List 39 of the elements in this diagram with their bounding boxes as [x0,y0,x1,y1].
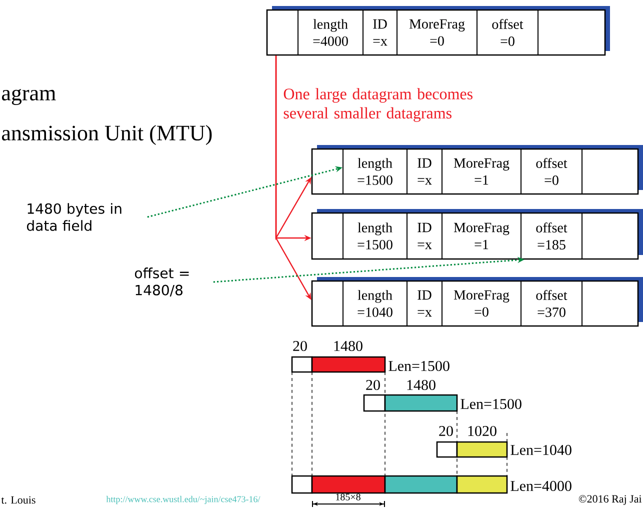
field-cell: MoreFrag =1 [442,212,522,260]
length-label: Len=1500 [388,360,450,372]
field-cell: offset =370 [520,280,582,326]
field-cell: ID =x [406,148,442,194]
heading-text: ansmission Unit (MTU) [2,125,212,145]
datagram-row [311,145,643,195]
field-cell: length =1500 [342,212,408,260]
field-cell: MoreFrag =0 [396,10,478,56]
datagram-row [311,209,643,260]
size-label: 1480 [334,340,362,352]
datagram-row [266,6,610,56]
field-cell: offset =0 [520,148,582,194]
field-cell: ID =x [406,280,442,326]
heading-text: agram [2,88,56,106]
field-cell: length =1040 [342,280,408,326]
field-cell: length =4000 [298,10,364,56]
field-cell: offset =185 [520,212,582,260]
size-label: 1480 [407,380,436,390]
size-label: 20 [293,340,307,352]
field-cell: MoreFrag =0 [442,280,522,326]
field-cell: MoreFrag =1 [442,148,522,194]
footer-text: t. Louis [1,496,36,504]
callout-text: 1480 bytes in data field [26,203,122,231]
size-label: 20 [366,380,380,390]
field-cell: ID =x [362,10,398,56]
field-cell: offset =0 [476,10,538,56]
annotation-text: One large datagram becomes several smaller datagrams [284,88,472,122]
url-link: http://www.cse.wustl.edu/~jain/cse473-16/ [106,496,260,504]
field-cell: ID =x [406,212,442,260]
size-label: 20 [439,426,453,436]
dimension-label: 185×8 [336,494,360,500]
field-cell: length =1500 [342,148,408,194]
callout-text: offset = 1480/8 [134,268,189,296]
size-label: 1020 [468,426,496,436]
footer-text: ©2016 Raj Jai [578,495,642,505]
datagram-row [311,277,643,327]
length-label: Len=1500 [460,398,522,410]
length-label: Len=4000 [510,480,572,492]
length-label: Len=1040 [510,444,572,456]
